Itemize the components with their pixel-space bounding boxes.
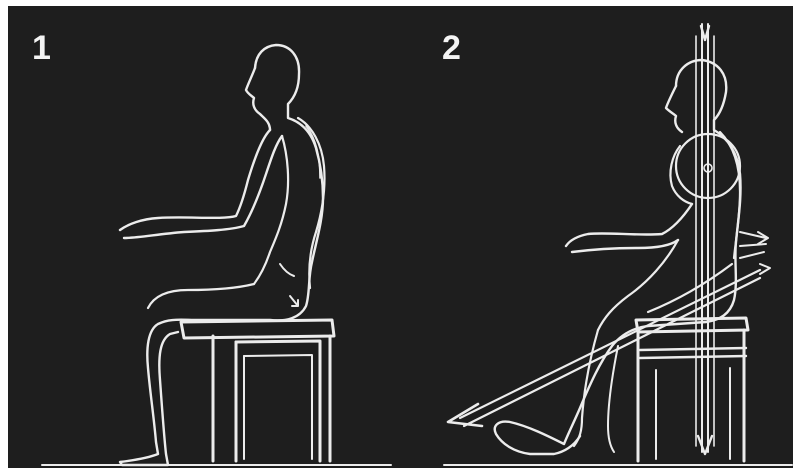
stool-2: [636, 318, 748, 461]
panel-1-figure: [42, 45, 391, 465]
figure-2-arm: [566, 204, 692, 252]
panel-2-figure: [444, 24, 792, 465]
posture-illustration: [8, 6, 793, 468]
gravity-lines: [696, 24, 714, 454]
down-arrow-icon: [698, 436, 712, 454]
posture-diagram-board: 1 2: [8, 6, 793, 468]
lumbar-arrows: [740, 232, 770, 274]
figure-1-arm: [120, 130, 282, 238]
figure-1-outline: [120, 45, 323, 465]
stool-1: [181, 320, 334, 461]
figure-2-outline: [495, 60, 741, 454]
